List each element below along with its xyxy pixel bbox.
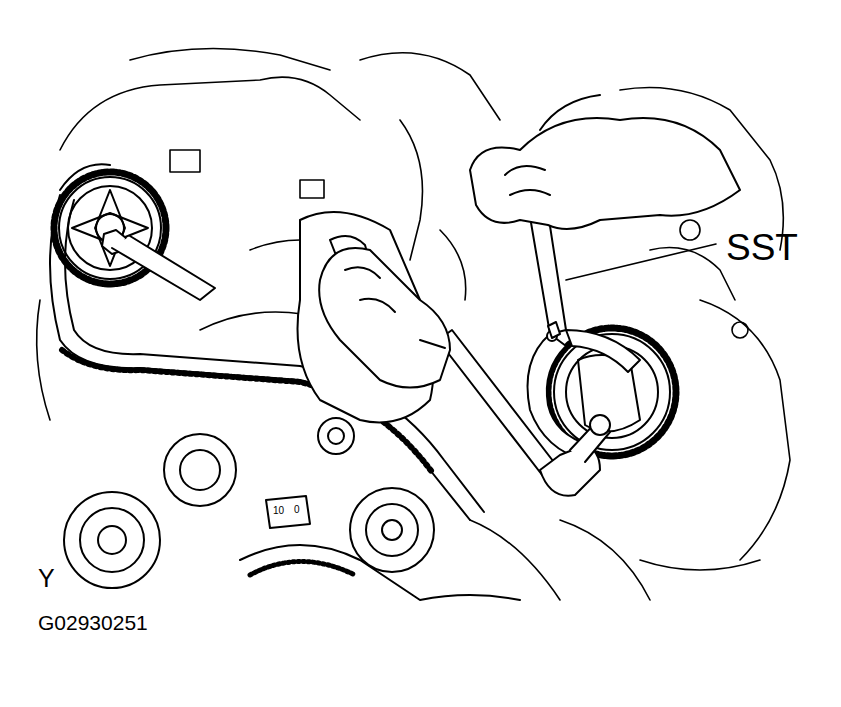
figure-code: G02930251: [38, 612, 148, 633]
timing-mark-number: 10: [273, 506, 284, 516]
view-letter: Y: [38, 566, 55, 591]
timing-mark-number: 0: [294, 505, 300, 515]
tool-label: SST: [726, 229, 798, 266]
